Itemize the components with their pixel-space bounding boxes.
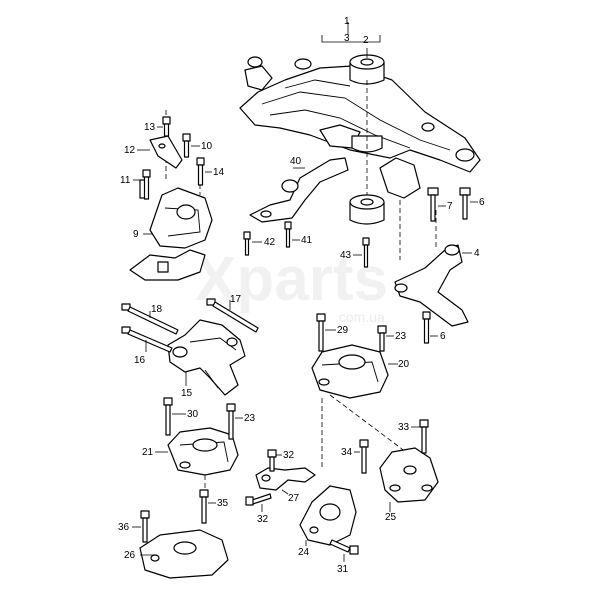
bolt-36 (140, 510, 150, 543)
callout-12: 12 (124, 145, 136, 156)
callout-4: 4 (474, 248, 480, 259)
bolt-13 (162, 116, 171, 137)
callout-27: 27 (288, 493, 300, 504)
callout-32-lower: 32 (257, 514, 269, 525)
callout-41: 41 (301, 235, 313, 246)
callout-26: 26 (124, 550, 136, 561)
bolt-6-upper (459, 187, 471, 220)
callout-42: 42 (264, 237, 276, 248)
bolt-7 (427, 187, 439, 222)
callout-43: 43 (340, 250, 352, 261)
subframe (239, 56, 481, 199)
torque-bracket-40 (249, 157, 349, 223)
bolt-43 (362, 237, 370, 268)
bolt-41 (284, 221, 292, 248)
callout-18: 18 (151, 304, 163, 315)
callout-17: 17 (230, 294, 242, 305)
callout-10: 10 (201, 141, 213, 152)
callout-1: 1 (344, 16, 350, 27)
bolt-31 (329, 539, 359, 555)
bolt-17 (206, 298, 259, 333)
callout-13: 13 (144, 122, 156, 133)
callout-15: 15 (181, 388, 193, 399)
callout-33: 33 (398, 422, 410, 433)
callout-25: 25 (385, 512, 397, 523)
bolt-30 (163, 397, 173, 436)
callout-14: 14 (213, 167, 225, 178)
callout-40: 40 (290, 156, 302, 167)
callout-3: 3 (344, 33, 350, 44)
callout-16: 16 (134, 355, 146, 366)
callout-24: 24 (298, 547, 310, 558)
callout-9: 9 (133, 229, 139, 240)
rubber-bush-2 (349, 54, 385, 85)
bolt-35 (199, 489, 209, 524)
bolt-23-right (377, 325, 387, 352)
bracket-25 (379, 447, 439, 503)
callout-7: 7 (447, 201, 453, 212)
bolt-11 (142, 169, 151, 200)
bolt-16 (121, 326, 173, 353)
bolt-10 (182, 133, 191, 158)
engine-mount-20 (311, 344, 389, 399)
engine-mount-21 (167, 427, 239, 476)
engine-mount-26 (139, 529, 229, 579)
bracket-12 (149, 135, 183, 169)
bolt-18 (121, 303, 179, 335)
bolt-33 (419, 419, 429, 454)
callout-23-left: 23 (244, 413, 256, 424)
mount-bracket-9-lower (129, 249, 206, 281)
bolt-23-left (226, 403, 236, 440)
callout-35: 35 (217, 498, 229, 509)
callout-31: 31 (337, 564, 349, 575)
callout-30: 30 (187, 409, 199, 420)
bolt-32-lower (245, 493, 272, 506)
watermark-brand: Xparts (195, 245, 388, 314)
bolt-6-lower (422, 311, 431, 344)
mount-bracket-15 (167, 319, 246, 396)
callout-20: 20 (398, 359, 410, 370)
callout-36: 36 (118, 522, 130, 533)
callout-29: 29 (337, 325, 349, 336)
callout-6-upper: 6 (479, 197, 485, 208)
bolt-42 (243, 231, 251, 256)
engine-mount-24 (299, 485, 357, 546)
watermark-domain: .com.ua (335, 309, 385, 325)
rubber-bush-lower (349, 135, 385, 225)
bracket-27 (255, 467, 316, 491)
bolt-34 (359, 439, 369, 474)
callout-2: 2 (363, 35, 369, 46)
bolt-29 (316, 313, 326, 352)
callout-21: 21 (142, 447, 154, 458)
bolt-32-upper (267, 449, 277, 472)
callout-6-lower: 6 (440, 331, 446, 342)
bolt-14 (196, 157, 205, 186)
control-arm-4 (394, 244, 469, 327)
engine-mount-9 (139, 179, 213, 249)
callout-32-upper: 32 (283, 450, 295, 461)
callout-23-right: 23 (395, 331, 407, 342)
callout-34: 34 (341, 447, 353, 458)
callout-11: 11 (120, 175, 131, 186)
